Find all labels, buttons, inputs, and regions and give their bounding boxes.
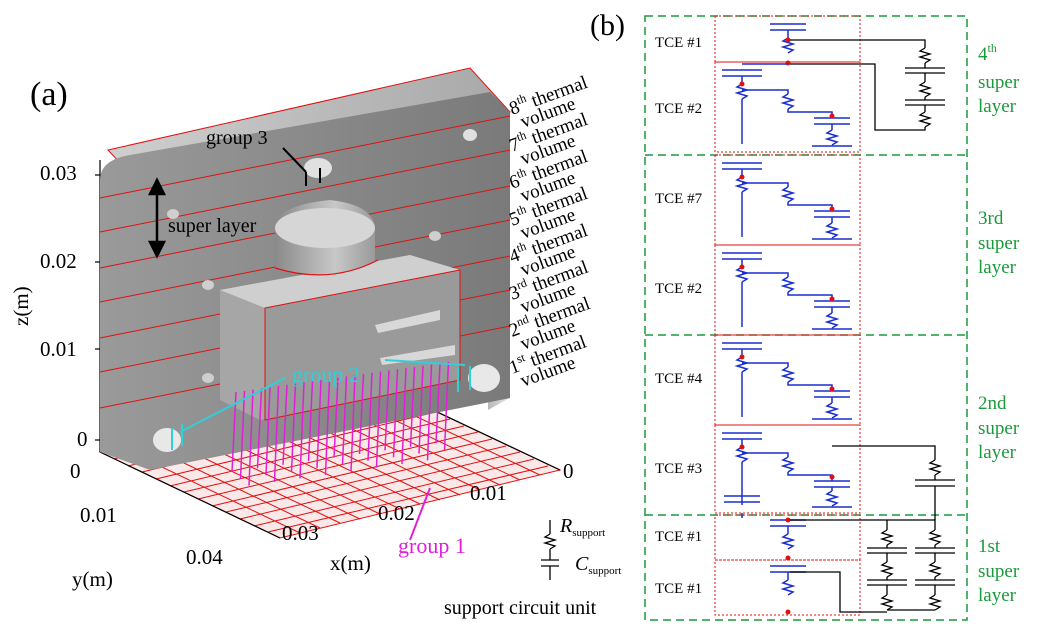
- node-dot: [785, 609, 791, 615]
- node-dot: [739, 174, 745, 180]
- tce-label: TCE #3: [655, 461, 702, 477]
- y-tick: 0.01: [80, 503, 117, 527]
- pin: [333, 377, 339, 458]
- pin: [426, 364, 433, 461]
- z-tick: 0.02: [40, 249, 77, 273]
- group2-label: group 2: [292, 362, 360, 387]
- tce-label: TCE #1: [655, 35, 702, 51]
- pin: [358, 373, 365, 455]
- z-tick: 0: [77, 427, 88, 451]
- layer-label-1-layer: layer: [978, 585, 1017, 606]
- layer-label-1: 1st: [978, 536, 1001, 557]
- layer-label-4-super: super: [978, 72, 1020, 93]
- node-dot: [785, 555, 791, 561]
- pin: [290, 383, 297, 472]
- support-circuits: [790, 39, 955, 613]
- tce-circuit-network: [722, 23, 852, 615]
- x-tick: 0: [563, 459, 574, 483]
- pin: [418, 365, 424, 454]
- tce-label: TCE #4: [655, 371, 703, 387]
- pin: [409, 366, 416, 447]
- x-tick: 0.01: [470, 481, 507, 505]
- node-dot: [829, 296, 835, 302]
- panel-a-label: (a): [30, 76, 68, 113]
- group1-pins: [231, 361, 450, 486]
- layer-label-3-super: super: [978, 233, 1020, 254]
- node-dot: [829, 474, 835, 480]
- node-dot: [785, 517, 791, 523]
- pin: [273, 385, 280, 483]
- pin: [384, 370, 390, 451]
- y-tick: 0: [70, 459, 81, 483]
- node-dot: [739, 444, 745, 450]
- layer-label-3: 3rd: [978, 208, 1004, 229]
- pin: [392, 369, 399, 458]
- tce-label: TCE #1: [655, 581, 702, 597]
- r-support-label: Rsupport: [559, 515, 605, 539]
- super-layer-label: super layer: [168, 215, 257, 237]
- pin: [324, 378, 331, 475]
- node-dot: [739, 264, 745, 270]
- panel-b: (b) TCE #1 TCE #2 TCE #7 TCE #2 TCE #4 T…: [590, 9, 1020, 621]
- pin: [231, 391, 237, 473]
- pin: [367, 372, 373, 461]
- x-axis-label: x(m): [330, 551, 371, 575]
- pin: [248, 389, 254, 486]
- layer-label-2: 2nd: [978, 393, 1007, 414]
- support-circuit-unit: [541, 520, 559, 580]
- node-dot: [829, 386, 835, 392]
- group1-leader: [409, 487, 431, 541]
- node-dot: [739, 354, 745, 360]
- heat-sink-block: [99, 67, 511, 470]
- pin: [443, 361, 450, 451]
- pin: [299, 382, 305, 479]
- pin: [316, 379, 322, 469]
- pin: [307, 381, 314, 462]
- layer-label-3-layer: layer: [978, 257, 1017, 278]
- pin: [375, 371, 382, 468]
- layer-label-4-layer: layer: [978, 96, 1017, 117]
- x-tick: 0.02: [378, 501, 415, 525]
- group3-label: group 3: [206, 127, 268, 149]
- tce-label: TCE #7: [655, 191, 703, 207]
- panel-a: (a): [9, 67, 621, 619]
- node-dot: [829, 206, 835, 212]
- pin: [239, 390, 246, 479]
- node-dot: [785, 37, 791, 43]
- z-axis-label: z(m): [9, 286, 33, 326]
- group1-label: group 1: [398, 533, 466, 558]
- layer-label-1-super: super: [978, 561, 1020, 582]
- pin: [256, 388, 263, 469]
- group3-marker: [282, 147, 321, 186]
- pin: [265, 387, 271, 476]
- pin: [282, 384, 288, 465]
- pin: [341, 376, 348, 465]
- x-tick: 0.03: [282, 521, 319, 545]
- tce-boxes: [714, 15, 861, 616]
- pin: [435, 363, 441, 444]
- layer-label-2-super: super: [978, 418, 1020, 439]
- layer-label-4: 4th: [978, 41, 997, 65]
- tce-label: TCE #2: [655, 281, 702, 297]
- super-layer-arrow: [147, 177, 167, 259]
- node-dot: [829, 113, 835, 119]
- node-dot: [739, 81, 745, 87]
- z-tick: 0.03: [40, 161, 77, 185]
- pin: [401, 367, 407, 465]
- group2-lines: [171, 359, 471, 450]
- layer-label-2-layer: layer: [978, 442, 1017, 463]
- c-support-label: Csupport: [575, 553, 621, 577]
- y-tick: 0.04: [186, 545, 223, 569]
- y-axis-label: y(m): [72, 567, 113, 591]
- z-tick: 0.01: [40, 337, 77, 361]
- tce-label: TCE #2: [655, 101, 702, 117]
- panel-b-label: (b): [590, 9, 625, 42]
- pin: [350, 375, 356, 472]
- support-unit-label: support circuit unit: [444, 597, 597, 619]
- tce-label: TCE #1: [655, 529, 702, 545]
